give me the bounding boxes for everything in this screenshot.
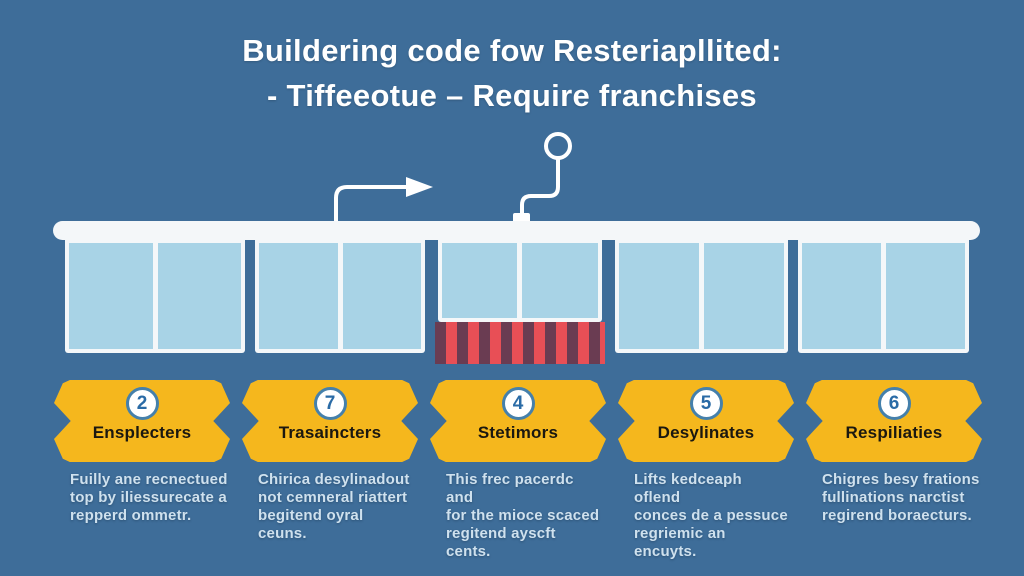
step-number-badge: 7 (313, 387, 347, 420)
window-panel (522, 243, 598, 318)
step-number-badge: 2 (125, 387, 159, 420)
step-card: 7 Trasaincters Chirica desylinadout not … (236, 380, 424, 561)
step-description: Chigres besy frations fullinations narct… (822, 471, 980, 524)
step-card: 4 Stetimors This frec pacerdc and for th… (424, 380, 612, 561)
panel-group-1 (65, 240, 246, 353)
window-panel (259, 243, 338, 349)
striped-awning (434, 322, 605, 364)
step-cards-row: 2 Ensplecters Fuilly ane recnectued top … (0, 380, 1024, 561)
step-label: Respiliaties (845, 423, 943, 442)
step-card: 5 Desylinates Lifts kedceaph oflend conc… (612, 380, 800, 561)
step-number-badge: 4 (501, 387, 535, 420)
step-description: Lifts kedceaph oflend conces de a pessuc… (634, 471, 788, 560)
title-line-2: - Tiffeeotue – Require franchises (267, 78, 757, 113)
page-title: Buildering code fow Resteriapllited: - T… (0, 28, 1024, 118)
window-panel (886, 243, 965, 349)
panel-group-4 (614, 240, 789, 353)
step-card: 2 Ensplecters Fuilly ane recnectued top … (48, 380, 236, 561)
step-label: Trasaincters (278, 423, 382, 442)
window-panel (69, 243, 153, 349)
step-label: Stetimors (477, 423, 559, 442)
window-panel (157, 243, 242, 349)
building-diagram (65, 240, 969, 364)
panel-group-3 (437, 240, 602, 322)
step-ribbon-badge: 2 Ensplecters (54, 380, 230, 462)
window-panel (441, 243, 518, 318)
step-description: Chirica desylinadout not cemneral riatte… (258, 471, 410, 542)
window-panel (342, 243, 421, 349)
step-label: Ensplecters (92, 423, 192, 442)
step-card: 6 Respiliaties Chigres besy frations ful… (800, 380, 988, 561)
window-panel (618, 243, 700, 349)
step-ribbon-badge: 5 Desylinates (618, 380, 794, 462)
panel-group-2 (255, 240, 425, 353)
window-panel (704, 243, 785, 349)
step-label: Desylinates (657, 423, 755, 442)
location-pin-icon (513, 132, 572, 224)
step-description: This frec pacerdc and for the mioce scac… (446, 471, 600, 560)
window-panel (802, 243, 882, 349)
step-description: Fuilly ane recnectued top by iliessureca… (70, 471, 228, 524)
panel-group-3-wrap (434, 240, 605, 364)
roof-bar (53, 221, 980, 240)
step-ribbon-badge: 6 Respiliaties (806, 380, 982, 462)
title-line-1: Buildering code fow Resteriapllited: (242, 33, 782, 68)
step-ribbon-badge: 4 Stetimors (430, 380, 606, 462)
step-ribbon-badge: 7 Trasaincters (242, 380, 418, 462)
step-number-badge: 6 (877, 387, 911, 420)
step-number-badge: 5 (689, 387, 723, 420)
panel-group-5 (798, 240, 969, 353)
